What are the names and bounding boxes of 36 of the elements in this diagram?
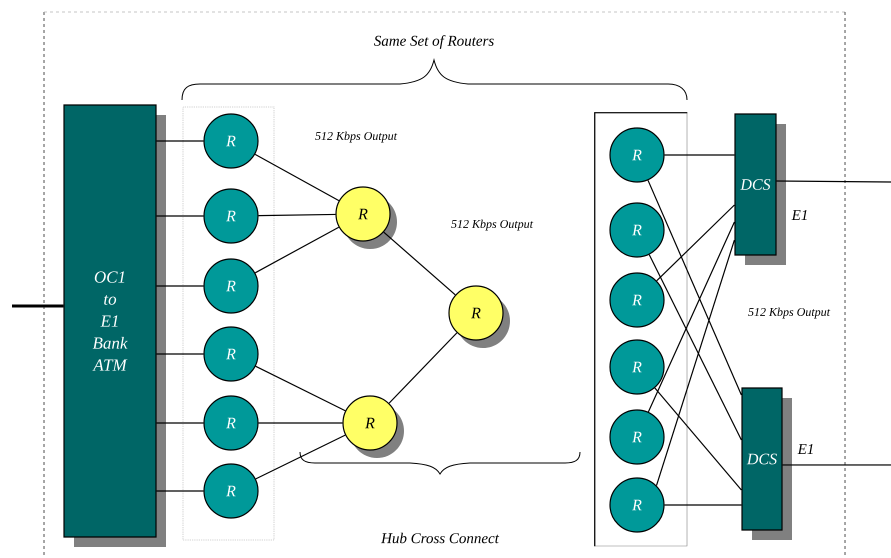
text-label: E1 (798, 444, 813, 454)
connector-line (156, 140, 204, 142)
connector-line (388, 332, 458, 404)
connector-line (648, 254, 742, 440)
connector-line (156, 353, 204, 355)
dcs-box: DCS (741, 387, 792, 540)
connector-line (664, 154, 734, 156)
router-panel (182, 106, 274, 540)
connector-line (156, 215, 204, 217)
text-label: E1 (792, 210, 807, 220)
text-label: 512 Kbps Output (451, 220, 534, 230)
text-label: Same Set of Routers (374, 35, 494, 49)
connector-line (258, 214, 336, 216)
connector-line (156, 422, 204, 424)
connector-line (782, 464, 891, 466)
connector-line (656, 204, 735, 282)
connector-line (258, 422, 342, 424)
connector-line (776, 180, 891, 183)
connector-line (254, 226, 340, 274)
connector-line (383, 232, 456, 296)
connector-line (156, 490, 204, 492)
text-label: 512 Kbps Output (315, 132, 398, 142)
connector-line (12, 304, 64, 308)
connector-line (256, 434, 346, 480)
connector-line (156, 285, 204, 287)
text-label: Hub Cross Connect (380, 532, 500, 544)
connector-line (656, 240, 735, 486)
connector-line (654, 388, 742, 490)
channel-bank-box: OC1 to E1 Bank ATM (63, 104, 166, 547)
connector-line (254, 154, 340, 202)
connector-line (648, 222, 735, 412)
connector-line (647, 180, 742, 396)
text-label: 512 Kbps Output (748, 308, 830, 318)
connector-line (255, 366, 346, 412)
dcs-box: DCS (734, 113, 786, 265)
connector-line (664, 504, 742, 506)
